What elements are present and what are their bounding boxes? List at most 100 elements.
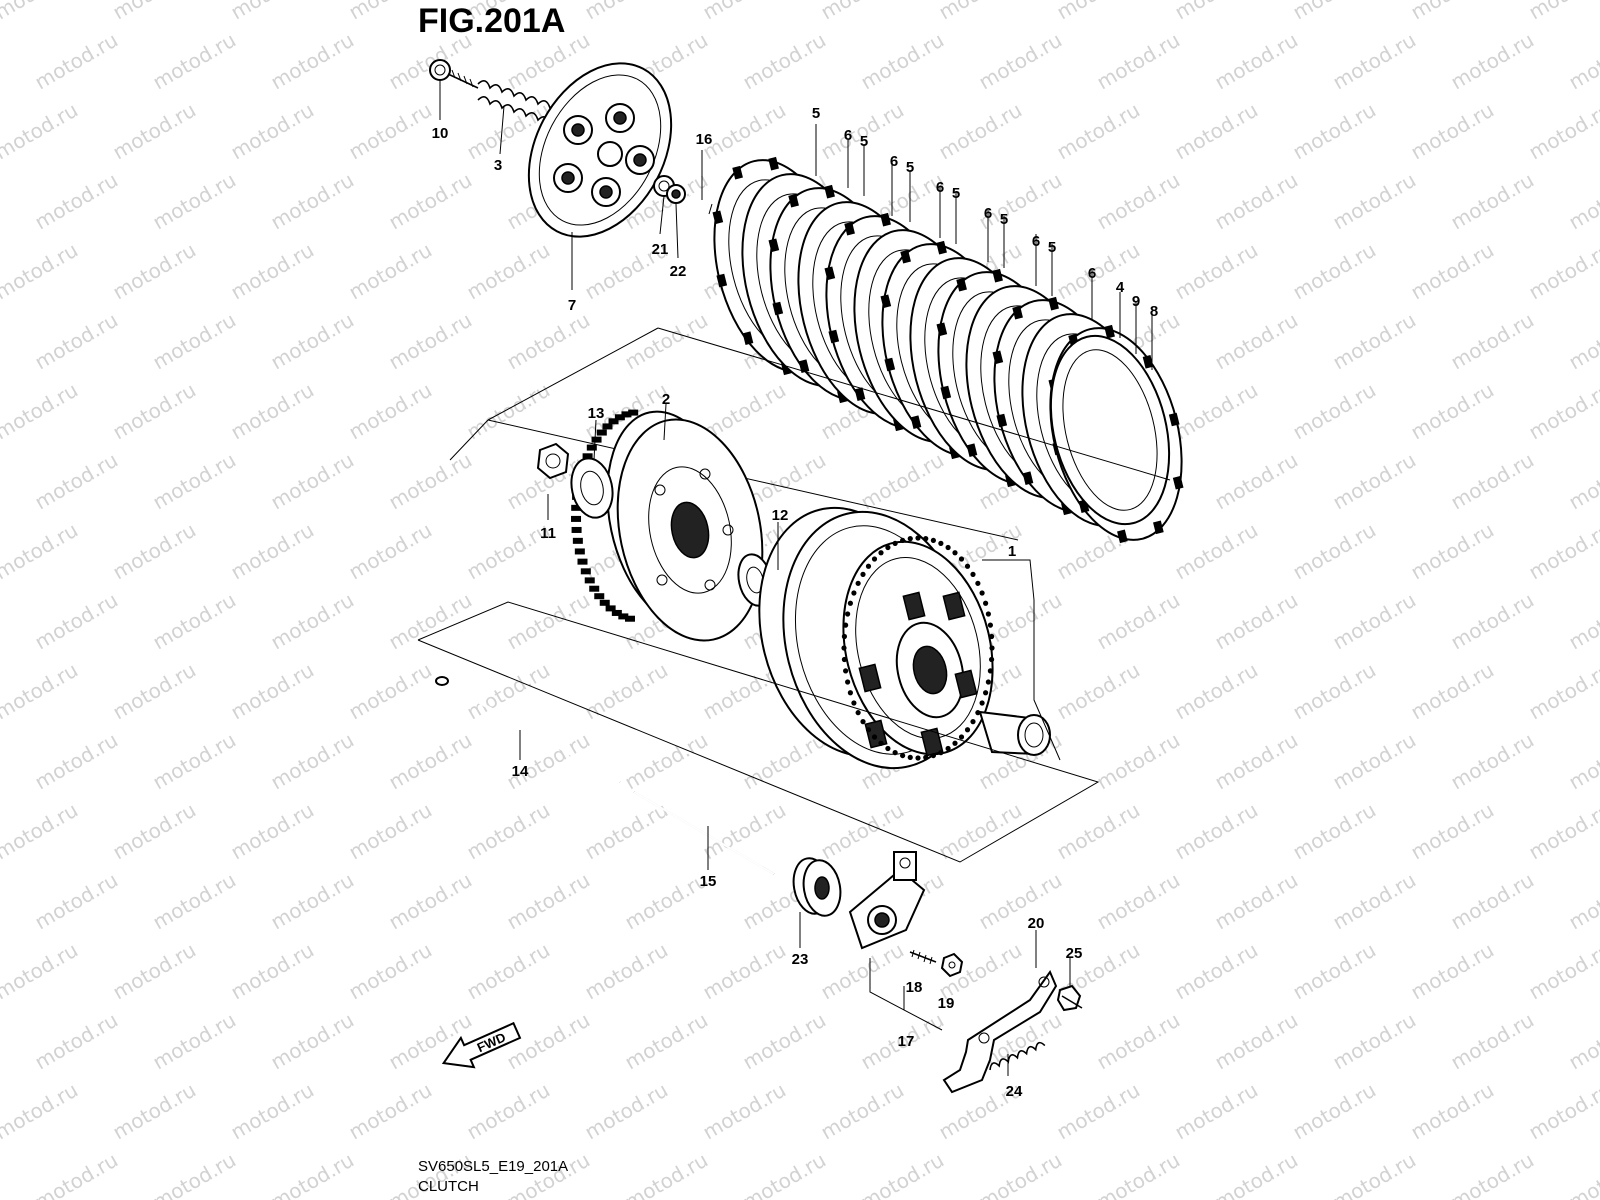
callout-10: 10 — [432, 125, 449, 142]
callout-5-b: 5 — [860, 133, 868, 150]
watermark-text: motod.ru — [1329, 448, 1420, 515]
watermark-text: motod.ru — [1289, 98, 1380, 165]
watermark-text: motod.ru — [1447, 868, 1538, 935]
watermark-text: motod.ru — [817, 1078, 908, 1145]
driven-gear-teeth — [841, 535, 995, 761]
watermark-text: motod.ru — [1171, 798, 1262, 865]
plate-tab — [854, 387, 866, 401]
clutch-release-camshaft — [848, 851, 926, 950]
watermark-text: motod.ru — [0, 728, 4, 795]
watermark-text: motod.ru — [1407, 0, 1498, 24]
watermark-text: motod.ru — [0, 1148, 4, 1200]
pressure-plate — [527, 62, 673, 238]
watermark-text: motod.ru — [0, 588, 4, 655]
watermark-text: motod.ru — [227, 938, 318, 1005]
gear-tooth — [845, 611, 851, 617]
watermark-text: motod.ru — [975, 868, 1066, 935]
callout-6-f: 6 — [1088, 265, 1096, 282]
watermark-text: motod.ru — [1289, 0, 1380, 24]
plate-tab — [716, 273, 728, 288]
watermark-text: motod.ru — [385, 728, 476, 795]
watermark-text: motod.ru — [109, 0, 200, 24]
watermark-text: motod.ru — [1053, 798, 1144, 865]
gear-tooth — [923, 754, 929, 760]
gear-tooth — [958, 734, 965, 740]
watermark-text: motod.ru — [109, 658, 200, 725]
watermark-text: motod.ru — [227, 1078, 318, 1145]
watermark-text: motod.ru — [1407, 798, 1498, 865]
watermark-text: motod.ru — [109, 938, 200, 1005]
watermark-text: motod.ru — [0, 868, 4, 935]
gear-tooth — [979, 590, 985, 596]
watermark-text: motod.ru — [149, 168, 240, 235]
watermark-text: motod.ru — [1093, 28, 1184, 95]
watermark-text: motod.ru — [1171, 378, 1262, 445]
gear-tooth — [841, 633, 848, 640]
watermark-text: motod.ru — [149, 28, 240, 95]
plate-tab — [844, 221, 855, 236]
gear-tooth — [847, 690, 853, 696]
adjuster-screw — [909, 949, 937, 965]
gear-tooth — [843, 668, 849, 674]
watermark-text: motod.ru — [857, 1148, 948, 1200]
bracket-bolt — [1056, 984, 1083, 1012]
hub-splines — [571, 409, 639, 622]
watermark-text: motod.ru — [581, 658, 672, 725]
gear-tooth — [865, 563, 872, 569]
callout-5-e: 5 — [1000, 211, 1008, 228]
figure-code: SV650SL5_E19_201A — [418, 1158, 569, 1175]
watermark-text: motod.ru — [227, 0, 318, 24]
watermark-text: motod.ru — [227, 518, 318, 585]
watermark-text: motod.ru — [1211, 1008, 1302, 1075]
watermark-text: motod.ru — [621, 868, 712, 935]
return-spring — [989, 1041, 1046, 1071]
gear-tooth — [907, 536, 913, 542]
callout-5-d: 5 — [952, 185, 960, 202]
hub-spline-tooth — [596, 429, 607, 436]
watermark-text: motod.ru — [109, 798, 200, 865]
watermark-text: motod.ru — [267, 448, 358, 515]
watermark-text: motod.ru — [463, 238, 554, 305]
watermark-text: motod.ru — [1525, 658, 1600, 725]
gear-tooth — [855, 580, 861, 586]
watermark-text: motod.ru — [345, 938, 436, 1005]
watermark-text: motod.ru — [1447, 1008, 1538, 1075]
watermark-text: motod.ru — [699, 798, 790, 865]
watermark-text: motod.ru — [621, 728, 712, 795]
callout-13: 13 — [588, 405, 605, 422]
watermark-text: motod.ru — [935, 98, 1026, 165]
watermark-text: motod.ru — [1407, 378, 1498, 445]
watermark-text: motod.ru — [1171, 938, 1262, 1005]
watermark-text: motod.ru — [385, 168, 476, 235]
gear-tooth — [952, 740, 958, 746]
watermark-text: motod.ru — [699, 1078, 790, 1145]
judder-spring-ring — [1049, 334, 1171, 526]
watermark-text: motod.ru — [621, 1148, 712, 1200]
hub-spline-tooth — [584, 577, 595, 584]
watermark-text: motod.ru — [1447, 728, 1538, 795]
watermark-text: motod.ru — [385, 868, 476, 935]
watermark-text: motod.ru — [0, 238, 82, 305]
gear-tooth — [938, 750, 944, 756]
watermark-text: motod.ru — [463, 938, 554, 1005]
watermark-text: motod.ru — [1053, 0, 1144, 24]
gear-tooth — [878, 740, 884, 746]
watermark-text: motod.ru — [857, 28, 948, 95]
watermark-text: motod.ru — [1407, 1078, 1498, 1145]
gear-tooth — [989, 645, 995, 651]
watermark-text: motod.ru — [1565, 1008, 1600, 1075]
watermark-text: motod.ru — [1407, 938, 1498, 1005]
callout-23: 23 — [792, 951, 809, 968]
gear-tooth — [952, 550, 958, 556]
callout-6-c: 6 — [936, 179, 944, 196]
watermark-text: motod.ru — [503, 868, 594, 935]
gear-tooth — [923, 536, 929, 542]
callout-1: 1 — [1008, 543, 1016, 560]
watermark-text: motod.ru — [31, 448, 122, 515]
watermark-text: motod.ru — [1053, 1078, 1144, 1145]
watermark-text: motod.ru — [0, 378, 82, 445]
watermark-text: motod.ru — [1565, 728, 1600, 795]
watermark-text: motod.ru — [345, 1078, 436, 1145]
watermark-text: motod.ru — [1525, 938, 1600, 1005]
gear-tooth — [964, 727, 971, 733]
